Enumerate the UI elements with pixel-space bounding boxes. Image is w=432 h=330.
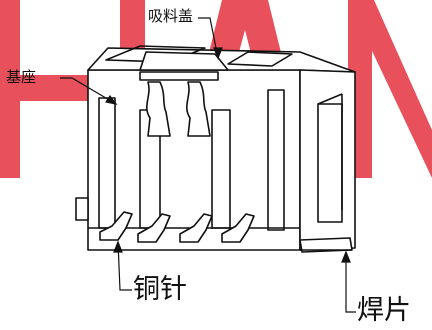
solder-tab-label: 焊片 bbox=[357, 295, 411, 326]
suction-cap bbox=[139, 51, 229, 71]
copper-pins bbox=[99, 211, 255, 243]
base-label: 基座 bbox=[6, 68, 37, 86]
copper-pin-leader bbox=[117, 241, 132, 291]
leader-lines bbox=[60, 17, 356, 313]
contact-clip-2 bbox=[186, 81, 211, 137]
contact-clip-1 bbox=[146, 81, 171, 137]
solder-tab-leader bbox=[345, 252, 356, 313]
copper-pin-label: 铜针 bbox=[133, 274, 187, 305]
suction-cap-leader bbox=[198, 17, 219, 59]
suction-cap-label: 吸料盖 bbox=[148, 7, 194, 25]
connector-drawing bbox=[75, 45, 356, 253]
base-leader bbox=[60, 77, 117, 105]
